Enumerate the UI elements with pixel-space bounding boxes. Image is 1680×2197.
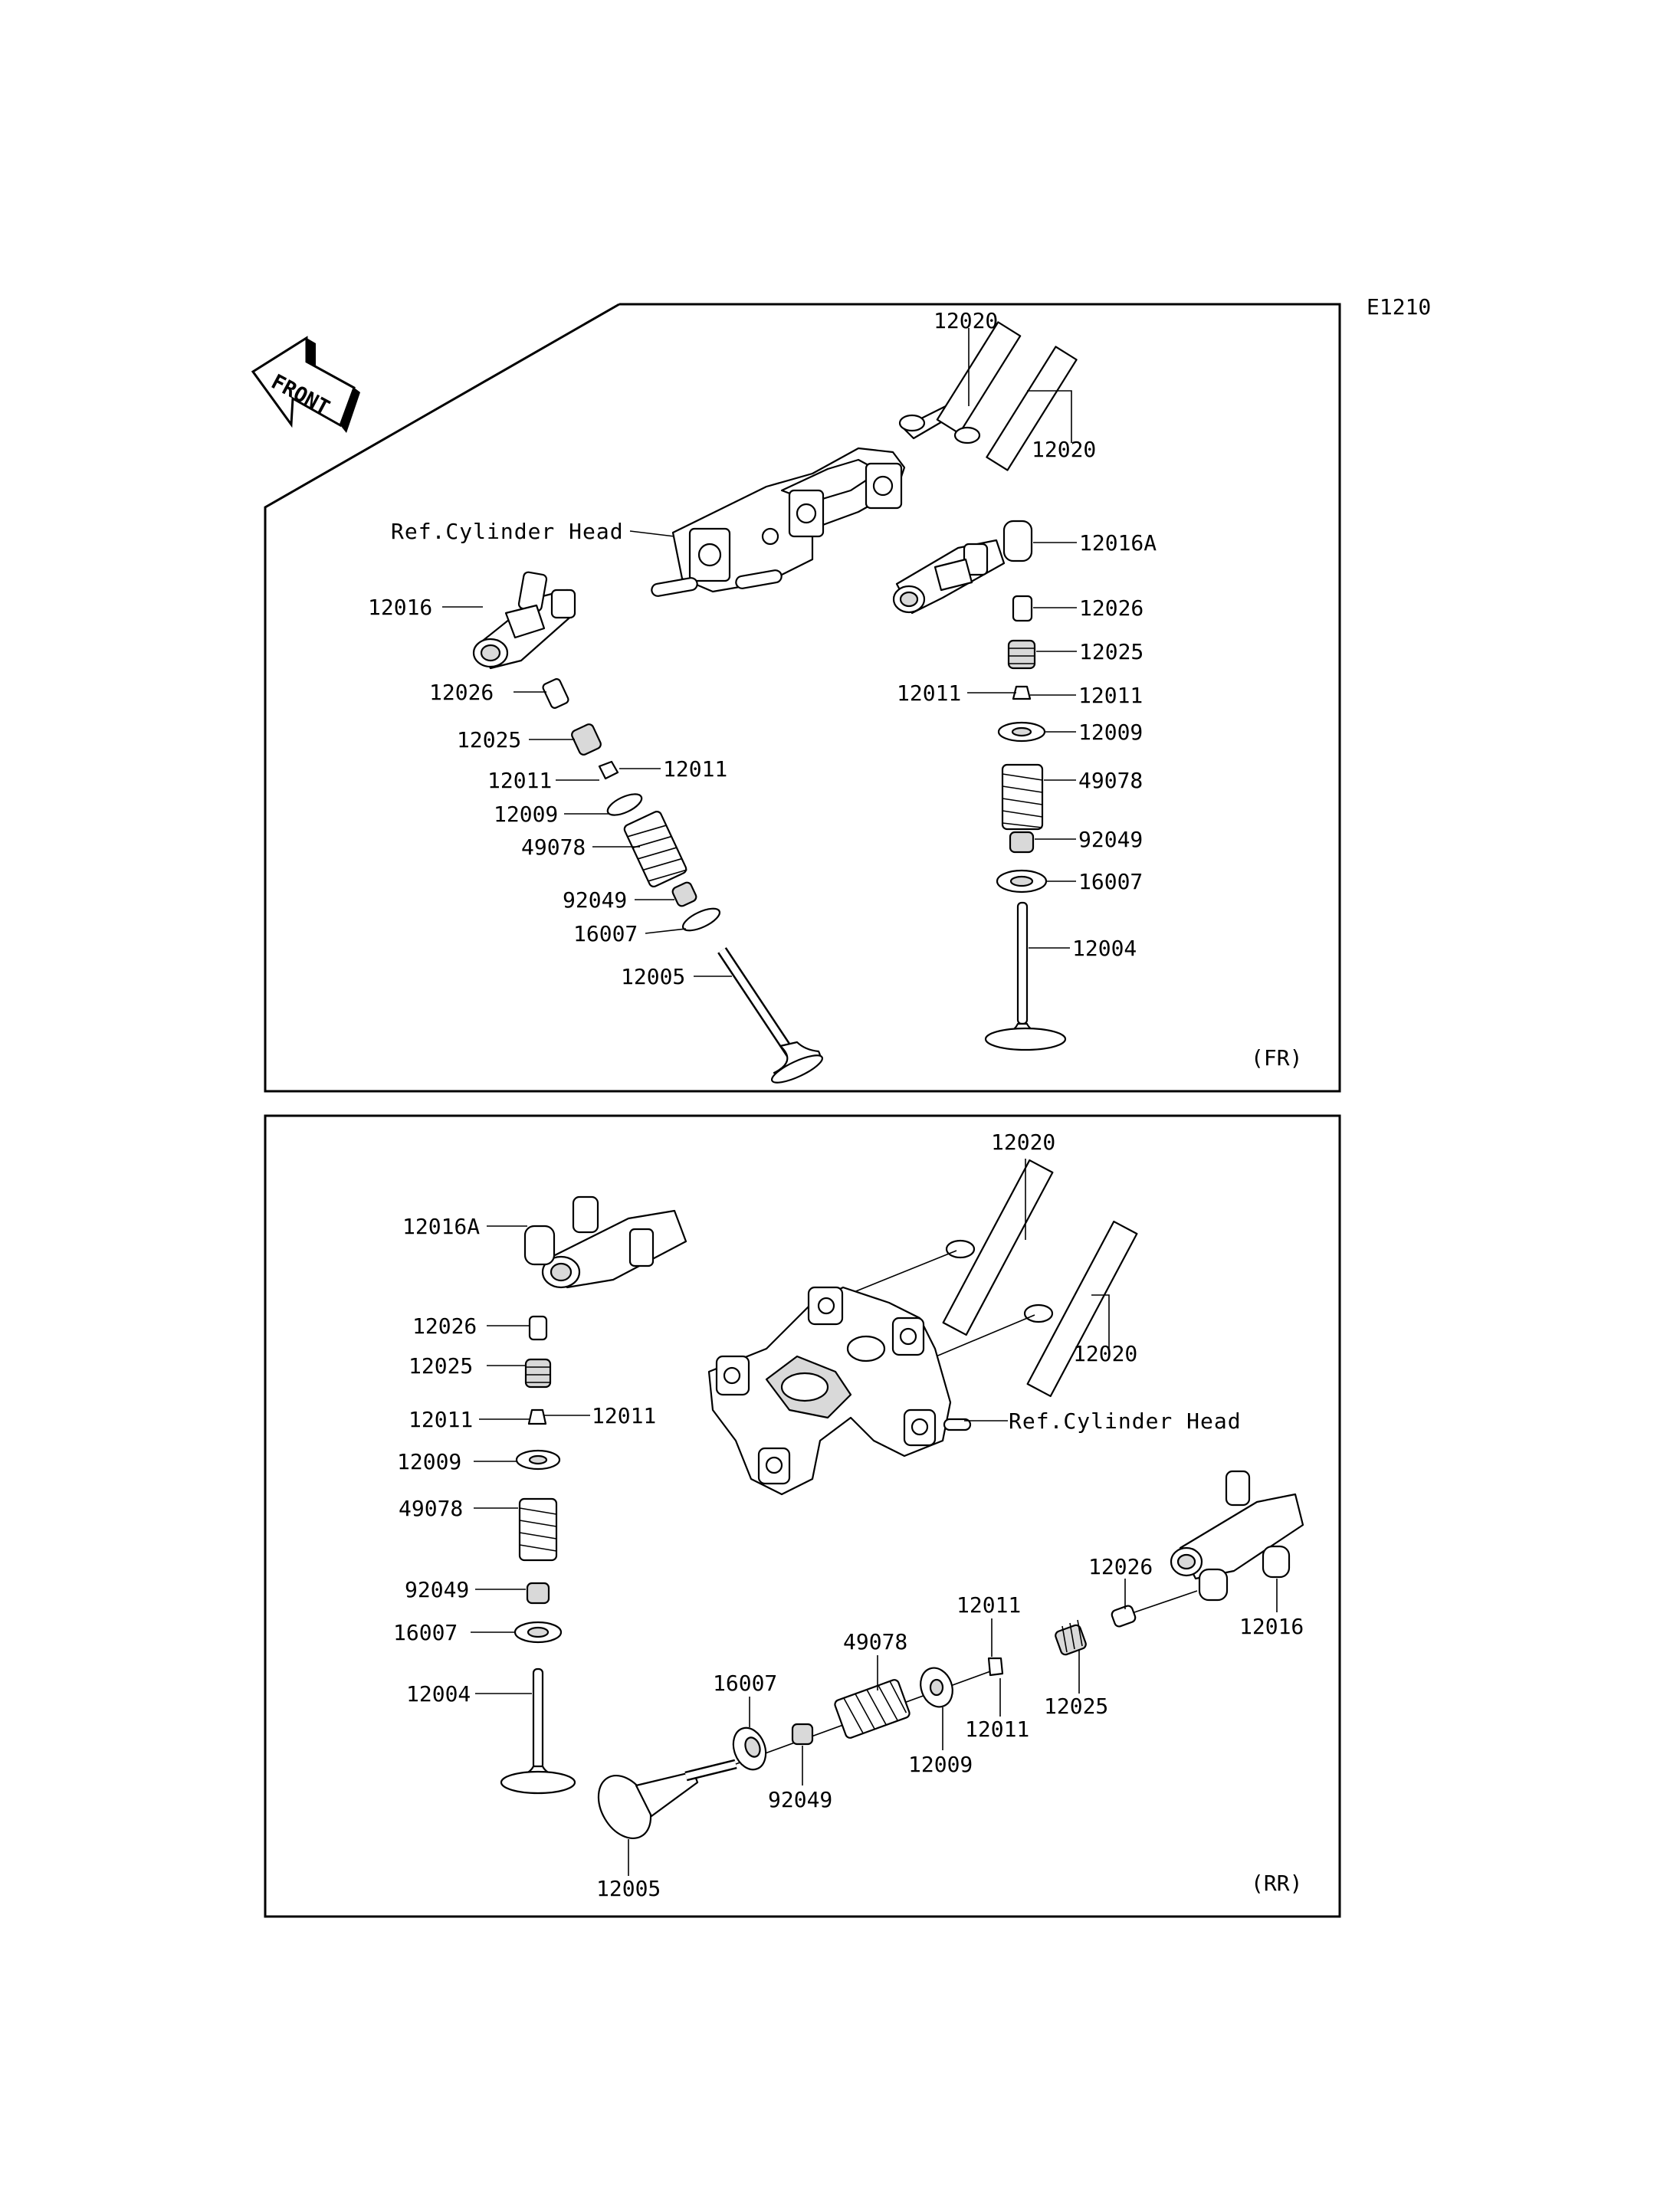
rr-label-12026-right: 12026 bbox=[1088, 1554, 1153, 1579]
fr-label-12011-right-a: 12011 bbox=[897, 680, 961, 706]
diagram-code: E1210 bbox=[1367, 294, 1431, 320]
fr-label-12009-left: 12009 bbox=[494, 802, 558, 827]
fr-label-12025-left: 12025 bbox=[457, 727, 521, 753]
panel-fr-frame bbox=[264, 303, 1341, 1093]
fr-label-49078-left: 49078 bbox=[521, 835, 586, 860]
fr-label-12009-right: 12009 bbox=[1078, 720, 1143, 745]
rr-label-92049-left: 92049 bbox=[405, 1577, 469, 1602]
fr-label-12026-right: 12026 bbox=[1079, 595, 1144, 621]
rr-label-12011-right-a: 12011 bbox=[956, 1592, 1021, 1618]
rr-label-12020-b: 12020 bbox=[1073, 1341, 1137, 1366]
rr-leader-lines bbox=[471, 1159, 1278, 1876]
fr-label-92049-left: 92049 bbox=[563, 887, 627, 913]
panel-rr-frame bbox=[264, 1114, 1341, 1918]
rr-label-12025-left: 12025 bbox=[409, 1353, 473, 1379]
fr-label-12004: 12004 bbox=[1072, 936, 1137, 961]
rr-label-12011-left-b: 12011 bbox=[592, 1403, 656, 1428]
front-arrow-icon: FRONT bbox=[251, 336, 360, 433]
rr-rocker-arm-12016a bbox=[523, 1195, 687, 1289]
fr-label-12016a: 12016A bbox=[1079, 530, 1157, 556]
rr-label-12009-left: 12009 bbox=[397, 1449, 461, 1474]
rr-label-12011-left-a: 12011 bbox=[409, 1407, 473, 1432]
fr-label-12020-b: 12020 bbox=[1032, 437, 1096, 462]
rr-cylinder-head bbox=[707, 1286, 972, 1496]
rr-label-12005: 12005 bbox=[596, 1876, 661, 1901]
fr-label-92049-right: 92049 bbox=[1078, 827, 1143, 852]
fr-label-12011-right-b: 12011 bbox=[1078, 683, 1143, 708]
fr-label-12005: 12005 bbox=[621, 964, 685, 989]
rr-horizontal-valve-stack bbox=[597, 1590, 1198, 1840]
rr-label-ref-cylinder-head: Ref.Cylinder Head bbox=[1009, 1408, 1242, 1434]
fr-panel-tag: (FR) bbox=[1251, 1045, 1302, 1071]
rr-label-12016: 12016 bbox=[1239, 1614, 1304, 1639]
rr-label-12025-right: 12025 bbox=[1044, 1694, 1108, 1719]
fr-left-valve-stack bbox=[542, 678, 823, 1084]
rr-left-valve-stack bbox=[500, 1315, 576, 1795]
fr-label-ref-cylinder-head: Ref.Cylinder Head bbox=[391, 519, 624, 544]
fr-leader-lines bbox=[442, 328, 1077, 977]
rr-label-12009-right: 12009 bbox=[908, 1752, 973, 1777]
fr-label-12026-left: 12026 bbox=[429, 680, 494, 705]
fr-camshafts bbox=[898, 321, 1078, 471]
rr-label-12026-left: 12026 bbox=[412, 1313, 477, 1339]
fr-label-16007-right: 16007 bbox=[1078, 869, 1143, 894]
fr-label-12016: 12016 bbox=[368, 595, 432, 620]
fr-label-49078-right: 49078 bbox=[1078, 768, 1143, 793]
rr-label-16007-right: 16007 bbox=[713, 1671, 777, 1696]
rr-label-12004: 12004 bbox=[406, 1681, 471, 1707]
rr-label-12016a: 12016A bbox=[402, 1214, 480, 1239]
rr-label-12020-a: 12020 bbox=[991, 1130, 1055, 1155]
rr-panel-tag: (RR) bbox=[1251, 1871, 1302, 1896]
panel-fr: 12020 12020 Ref.Cylinder Head 12016A 120… bbox=[264, 303, 1341, 1093]
panel-rr: 12020 12020 Ref.Cylinder Head 12016A 120… bbox=[264, 1114, 1341, 1918]
fr-label-12025-right: 12025 bbox=[1079, 639, 1144, 664]
rr-labels: 12020 12020 Ref.Cylinder Head 12016A 120… bbox=[393, 1130, 1304, 1901]
fr-cylinder-head bbox=[651, 447, 906, 597]
rr-label-49078-right: 49078 bbox=[843, 1629, 907, 1654]
rr-label-16007-left: 16007 bbox=[393, 1620, 458, 1645]
fr-rocker-arm-12016 bbox=[472, 571, 576, 670]
rr-label-12011-right-b: 12011 bbox=[965, 1717, 1029, 1742]
fr-label-12011-left-b: 12011 bbox=[663, 756, 727, 782]
fr-label-16007-left: 16007 bbox=[573, 921, 638, 946]
fr-label-12011-left-a: 12011 bbox=[487, 768, 552, 793]
fr-label-12020-a: 12020 bbox=[934, 308, 998, 333]
fr-right-valve-stack bbox=[984, 595, 1067, 1051]
rr-label-49078-left: 49078 bbox=[399, 1496, 463, 1521]
fr-rocker-arm-12016a bbox=[892, 520, 1033, 615]
fr-labels: 12020 12020 Ref.Cylinder Head 12016A 120… bbox=[368, 308, 1302, 1071]
rr-label-92049-right: 92049 bbox=[768, 1787, 832, 1812]
rr-rocker-arm-12016 bbox=[1170, 1470, 1304, 1602]
